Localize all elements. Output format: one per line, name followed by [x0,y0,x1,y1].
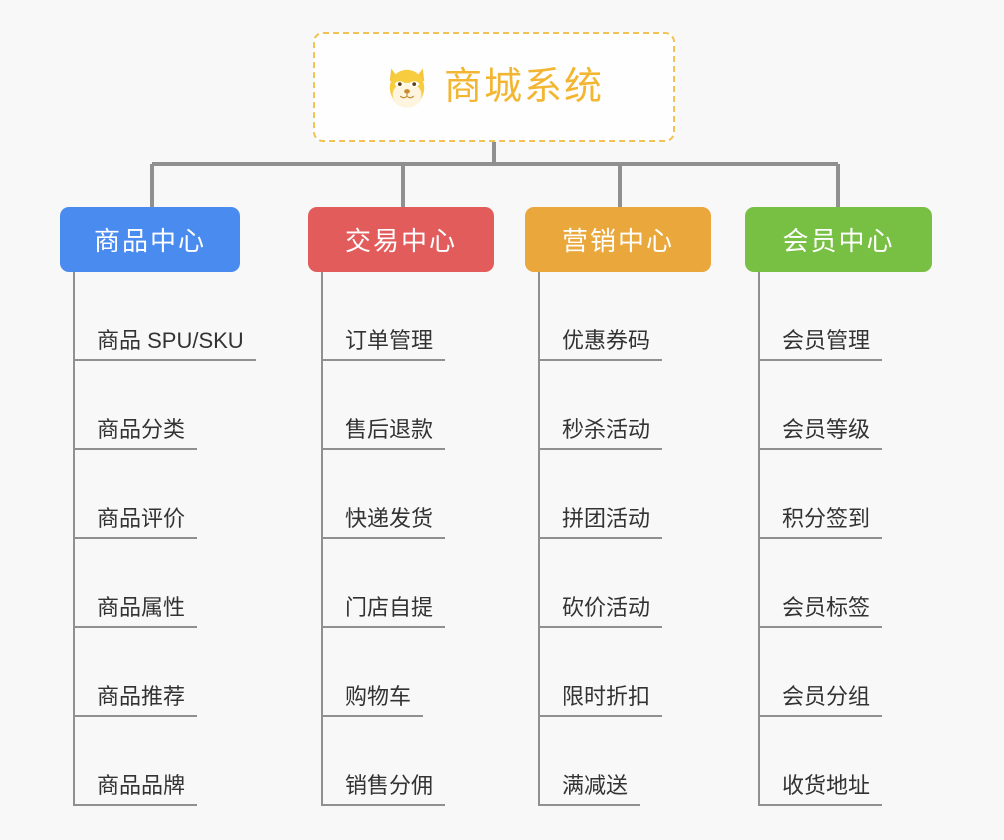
leaf-node[interactable]: 门店自提 [308,539,494,628]
leaf-underline [538,537,662,539]
leaf-label: 会员管理 [782,327,871,353]
leaf-underline [538,448,662,450]
leaf-node[interactable]: 限时折扣 [525,628,711,717]
category-label: 营销中心 [561,226,674,256]
leaf-node[interactable]: 购物车 [308,628,494,717]
leaf-node[interactable]: 秒杀活动 [525,361,711,450]
leaf-underline [538,359,662,361]
leaf-label: 门店自提 [345,594,434,620]
leaf-label: 商品分类 [97,416,186,442]
branch-spine [321,272,323,806]
leaf-underline [758,804,882,806]
leaf-node[interactable]: 商品 SPU/SKU [60,272,256,361]
leaf-underline [538,626,662,628]
category-label: 交易中心 [344,226,457,256]
leaf-label: 限时折扣 [562,683,651,709]
leaf-label: 商品属性 [97,594,186,620]
leaf-node[interactable]: 优惠券码 [525,272,711,361]
leaf-underline [73,448,197,450]
leaf-node[interactable]: 售后退款 [308,361,494,450]
leaf-label: 收货地址 [782,772,871,798]
leaf-node[interactable]: 会员标签 [745,539,932,628]
leaf-underline [758,626,882,628]
leaf-node[interactable]: 商品品牌 [60,717,240,806]
leaf-label: 订单管理 [345,327,434,353]
leaf-label: 售后退款 [345,416,434,442]
category-node[interactable]: 商品中心 [60,207,240,272]
branch-column: 交易中心订单管理售后退款快递发货门店自提购物车销售分佣 [308,207,494,806]
leaf-underline [73,359,256,361]
leaf-underline [321,359,445,361]
leaf-list: 商品 SPU/SKU 商品分类商品评价商品属性商品推荐商品品牌 [60,272,256,806]
leaf-label: 会员等级 [782,416,871,442]
leaf-label: 会员分组 [782,683,871,709]
leaf-node[interactable]: 收货地址 [745,717,932,806]
leaf-node[interactable]: 砍价活动 [525,539,711,628]
leaf-node[interactable]: 商品分类 [60,361,240,450]
leaf-underline [758,359,882,361]
leaf-label: 积分签到 [782,505,871,531]
leaf-list: 优惠券码秒杀活动拼团活动砍价活动限时折扣满减送 [525,272,711,806]
leaf-underline [73,804,197,806]
leaf-node[interactable]: 快递发货 [308,450,494,539]
leaf-label: 商品品牌 [97,772,186,798]
leaf-label: 销售分佣 [345,772,434,798]
root-node[interactable]: 商城系统 [313,32,675,142]
leaf-node[interactable]: 积分签到 [745,450,932,539]
category-label: 会员中心 [782,226,895,256]
leaf-list: 订单管理售后退款快递发货门店自提购物车销售分佣 [308,272,494,806]
category-label: 商品中心 [93,226,206,256]
leaf-label: 拼团活动 [562,505,651,531]
leaf-node[interactable]: 订单管理 [308,272,494,361]
category-node[interactable]: 会员中心 [745,207,932,272]
leaf-list: 会员管理会员等级积分签到会员标签会员分组收货地址 [745,272,932,806]
leaf-label: 购物车 [345,683,412,709]
leaf-node[interactable]: 会员管理 [745,272,932,361]
branch-column: 商品中心商品 SPU/SKU 商品分类商品评价商品属性商品推荐商品品牌 [60,207,256,806]
leaf-node[interactable]: 会员分组 [745,628,932,717]
leaf-label: 快递发货 [345,505,434,531]
leaf-label: 商品推荐 [97,683,186,709]
leaf-node[interactable]: 拼团活动 [525,450,711,539]
leaf-label: 砍价活动 [562,594,651,620]
leaf-node[interactable]: 商品推荐 [60,628,240,717]
leaf-underline [73,537,197,539]
leaf-underline [321,448,445,450]
leaf-node[interactable]: 销售分佣 [308,717,494,806]
leaf-label: 满减送 [562,772,629,798]
leaf-node[interactable]: 满减送 [525,717,711,806]
leaf-underline [321,626,445,628]
leaf-label: 商品 SPU/SKU [97,327,244,353]
leaf-label: 优惠券码 [562,327,651,353]
category-node[interactable]: 交易中心 [308,207,494,272]
leaf-label: 会员标签 [782,594,871,620]
leaf-underline [538,715,662,717]
leaf-node[interactable]: 商品评价 [60,450,240,539]
leaf-underline [758,448,882,450]
branch-spine [538,272,540,806]
category-node[interactable]: 营销中心 [525,207,711,272]
root-title: 商城系统 [443,66,604,108]
leaf-node[interactable]: 商品属性 [60,539,240,628]
branch-spine [758,272,760,806]
dog-face-icon [384,64,430,110]
leaf-label: 商品评价 [97,505,186,531]
leaf-underline [758,537,882,539]
leaf-node[interactable]: 会员等级 [745,361,932,450]
leaf-underline [321,804,445,806]
leaf-underline [73,715,197,717]
leaf-underline [758,715,882,717]
leaf-underline [538,804,640,806]
leaf-underline [321,537,445,539]
branch-spine [73,272,75,806]
leaf-underline [73,626,197,628]
leaf-underline [321,715,423,717]
branch-column: 营销中心优惠券码秒杀活动拼团活动砍价活动限时折扣满减送 [525,207,711,806]
leaf-label: 秒杀活动 [562,416,651,442]
branch-column: 会员中心会员管理会员等级积分签到会员标签会员分组收货地址 [745,207,932,806]
